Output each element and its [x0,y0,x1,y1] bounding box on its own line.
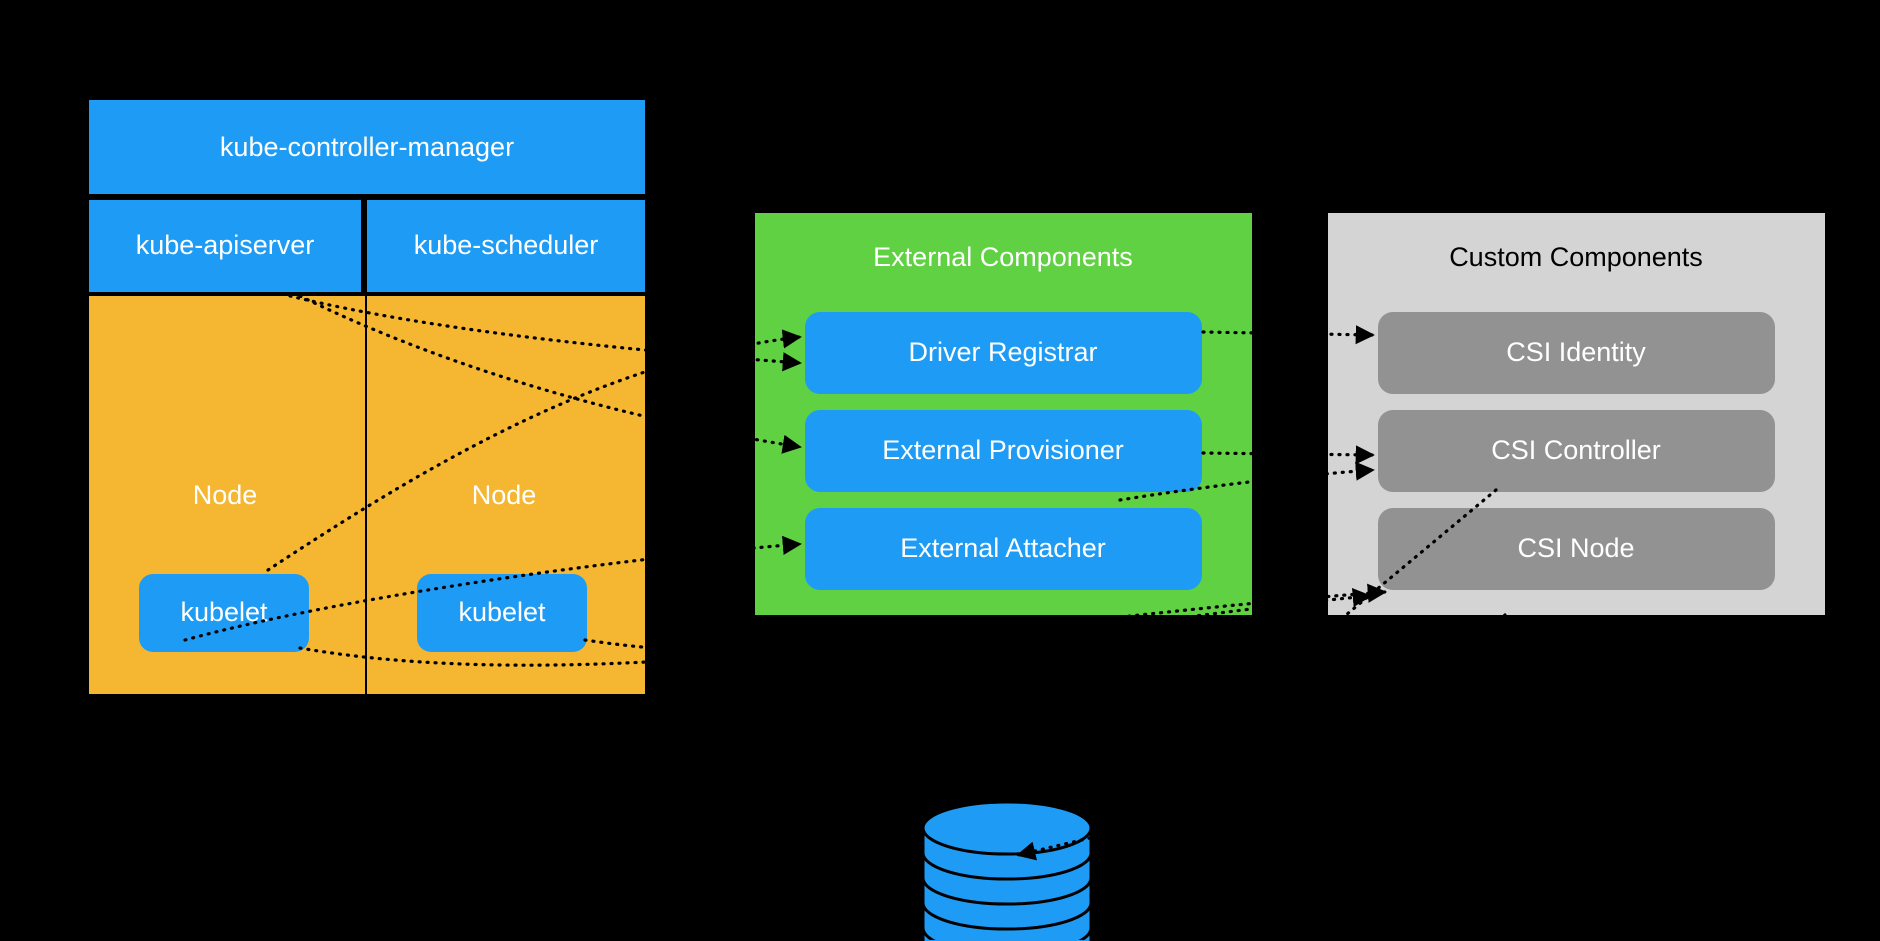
connector-kubelet2-to-csi-node [583,587,1372,655]
kubelet-box-1[interactable] [139,574,309,652]
kube-controller-manager-label: kube-controller-manager [220,132,514,162]
connector-apiserver-to-driver-registrar [288,294,802,372]
external-components-title: External Components [873,242,1133,272]
external-attacher-label: External Attacher [900,533,1106,563]
kubernetes-cluster-group: kube-controller-manager kube-apiserver k… [89,100,645,694]
connector-csi-controller-diagonal [1338,488,1498,622]
node-2-label: Node [472,480,537,510]
driver-registrar-box[interactable] [805,312,1202,394]
csi-node-box[interactable] [1378,508,1775,590]
connector-csi-node-downline [1353,618,1442,702]
driver-registrar-label: Driver Registrar [908,337,1097,367]
csi-identity-label: CSI Identity [1506,337,1646,367]
connector-kubelet-to-csi-node [298,583,1387,667]
external-provisioner-label: External Provisioner [882,435,1124,465]
connector-external-attacher-to-csi-controller [1118,461,1375,502]
kubelet-label-2: kubelet [458,597,546,627]
cylinder-body [923,828,1091,941]
connector-csi-node-downline-2 [1398,613,1507,680]
connector-kubelet-to-driver-registrar [266,329,802,572]
kube-apiserver-label: kube-apiserver [136,230,315,260]
connector-apiserver-to-external-attacher [183,535,802,642]
node-1-label: Node [193,480,258,510]
external-components-panel: External Components Driver Registrar Ext… [755,213,1252,615]
storage-database-icon[interactable] [921,800,1093,941]
custom-components-panel: Custom Components CSI Identity CSI Contr… [1328,213,1825,615]
kube-scheduler-box[interactable] [367,200,645,292]
csi-identity-box[interactable] [1378,312,1775,394]
cylinder-top [921,800,1093,856]
csi-controller-box[interactable] [1378,410,1775,492]
csi-node-label: CSI Node [1517,533,1634,563]
external-provisioner-box[interactable] [805,410,1202,492]
kube-controller-manager-box[interactable] [89,100,645,194]
external-attacher-box[interactable] [805,508,1202,590]
csi-controller-label: CSI Controller [1491,435,1661,465]
cylinder-rings [921,852,1090,940]
kube-apiserver-box[interactable] [89,200,361,292]
connector-layer [183,294,1507,702]
kube-scheduler-label: kube-scheduler [414,230,599,260]
kubelet-box-2[interactable] [417,574,587,652]
custom-components-title: Custom Components [1449,242,1703,272]
